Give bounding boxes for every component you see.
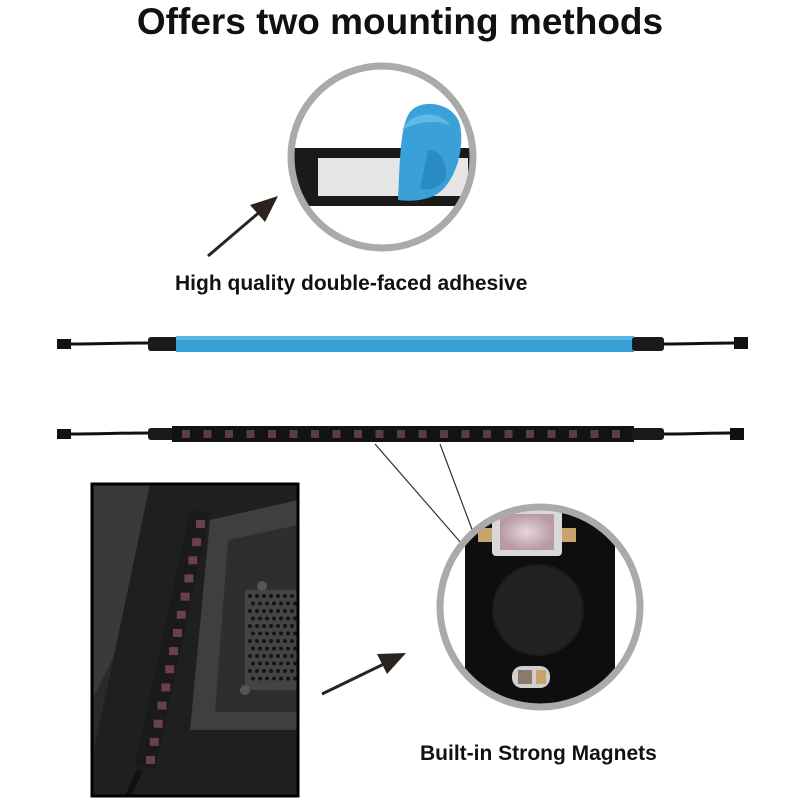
adhesive-zoom-circle — [287, 62, 477, 252]
led-chip — [268, 430, 276, 438]
arrow-up-right-icon — [321, 653, 406, 696]
black-led-strip — [57, 426, 744, 442]
led-chip — [483, 430, 491, 438]
led-chip — [246, 430, 255, 438]
led-chip — [203, 430, 212, 438]
photo-led-chip — [184, 574, 194, 583]
led-chip — [182, 430, 190, 438]
led-chip — [289, 430, 298, 438]
led-chip — [547, 430, 556, 438]
photo-led-chip — [196, 520, 205, 528]
photo-led-chip — [149, 737, 159, 746]
led-chip — [225, 430, 233, 438]
led-chip — [461, 430, 470, 438]
led-chip — [504, 430, 513, 438]
photo-led-chip — [169, 647, 179, 656]
blue-led-strip — [57, 336, 748, 352]
led-chip — [590, 430, 599, 438]
photo-led-chip — [153, 719, 163, 728]
page-title: Offers two mounting methods — [136, 1, 664, 42]
photo-led-chip — [188, 556, 198, 565]
led-chip — [612, 430, 620, 438]
led-chip — [354, 430, 362, 438]
monitor-photo — [90, 482, 300, 798]
arrow-up-right-icon — [207, 196, 278, 258]
photo-led-chip — [192, 538, 202, 547]
led-chip — [526, 430, 534, 438]
photo-led-chip — [161, 683, 171, 692]
photo-led-chip — [176, 610, 186, 619]
photo-led-chip — [157, 701, 167, 710]
led-chip — [440, 430, 448, 438]
led-chip — [397, 430, 405, 438]
magnets-caption: Built-in Strong Magnets — [420, 742, 657, 765]
led-chip — [569, 430, 577, 438]
led-chip — [375, 430, 384, 438]
led-chip — [418, 430, 427, 438]
photo-led-chip — [146, 756, 155, 764]
led-chip — [311, 430, 319, 438]
photo-led-chip — [165, 665, 175, 674]
magnet-zoom-circle — [436, 503, 644, 711]
photo-led-chip — [180, 592, 190, 601]
led-chip — [332, 430, 341, 438]
adhesive-caption: High quality double-faced adhesive — [175, 272, 528, 295]
photo-led-chip — [172, 628, 182, 637]
